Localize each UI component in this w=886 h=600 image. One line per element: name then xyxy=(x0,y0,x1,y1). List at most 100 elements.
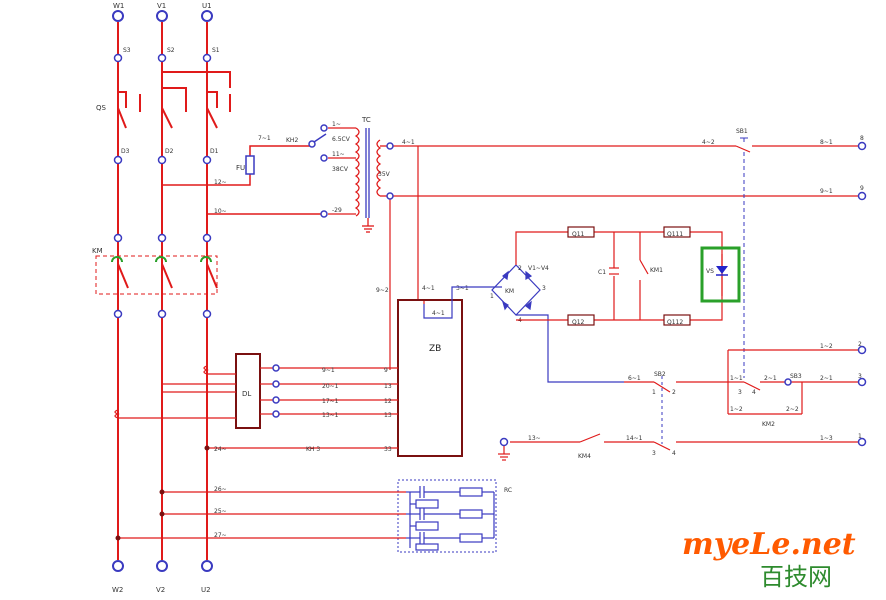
svg-text:13~1: 13~1 xyxy=(322,412,339,419)
watermark-en: myeLe.net xyxy=(682,527,856,562)
breakers: S3 S2 S1 xyxy=(113,47,220,63)
control-lines xyxy=(389,145,862,370)
svg-text:1~2: 1~2 xyxy=(820,343,833,350)
svg-text:25~: 25~ xyxy=(214,508,227,515)
watermark-cn: 百技网 xyxy=(760,563,832,591)
svg-text:4~1: 4~1 xyxy=(422,285,435,292)
svg-text:SB1: SB1 xyxy=(736,128,748,135)
thyristor-block xyxy=(515,226,723,326)
kh2-switch: KH2 xyxy=(286,124,328,218)
svg-text:1: 1 xyxy=(490,293,494,300)
svg-text:4: 4 xyxy=(752,389,756,396)
svg-text:S3: S3 xyxy=(123,47,131,54)
svg-text:KH 3: KH 3 xyxy=(306,446,320,453)
dl-connections xyxy=(114,365,398,449)
svg-text:12~: 12~ xyxy=(214,179,227,186)
svg-text:SB3: SB3 xyxy=(790,373,802,380)
svg-text:2~1: 2~1 xyxy=(764,375,777,382)
svg-text:1~1: 1~1 xyxy=(730,375,743,382)
terminal-v1: V1 xyxy=(157,2,166,10)
svg-text:Q12: Q12 xyxy=(572,319,585,326)
svg-text:6~1: 6~1 xyxy=(628,375,641,382)
svg-text:3: 3 xyxy=(542,285,546,292)
rc-box xyxy=(397,479,497,553)
terminal-u1: U1 xyxy=(202,2,212,10)
power-lines xyxy=(117,22,208,560)
svg-text:KM: KM xyxy=(505,288,514,295)
svg-text:2: 2 xyxy=(518,265,522,272)
svg-text:24~: 24~ xyxy=(214,446,227,453)
svg-text:26~: 26~ xyxy=(214,486,227,493)
svg-text:6.5CV: 6.5CV xyxy=(332,136,351,143)
svg-text:1~3: 1~3 xyxy=(820,435,833,442)
svg-text:Q11: Q11 xyxy=(572,231,585,238)
svg-text:38CV: 38CV xyxy=(332,166,349,173)
svg-text:D1: D1 xyxy=(210,148,219,155)
terminal-v2: V2 xyxy=(156,586,165,594)
svg-text:-29: -29 xyxy=(332,207,342,214)
svg-text:4~1: 4~1 xyxy=(402,139,415,146)
svg-text:1: 1 xyxy=(858,433,862,440)
label-zb: ZB xyxy=(429,344,441,354)
label-dl: DL xyxy=(242,390,251,398)
label-qs: QS xyxy=(96,104,107,112)
zb-box xyxy=(397,299,463,457)
svg-text:9~1: 9~1 xyxy=(820,188,833,195)
label-fu: FU xyxy=(236,164,245,172)
svg-text:V1~V4: V1~V4 xyxy=(528,265,549,272)
svg-text:20~1: 20~1 xyxy=(322,383,339,390)
svg-text:1: 1 xyxy=(652,389,656,396)
svg-text:33: 33 xyxy=(384,446,392,453)
svg-text:4~1: 4~1 xyxy=(432,310,445,317)
km-contactor: KM xyxy=(92,233,218,319)
rc-components xyxy=(406,486,495,551)
label-rc: RC xyxy=(504,487,512,494)
qs-switch xyxy=(117,71,231,129)
label-km: KM xyxy=(92,247,103,255)
svg-text:17~1: 17~1 xyxy=(322,398,339,405)
svg-text:9: 9 xyxy=(860,185,864,192)
svg-text:2~1: 2~1 xyxy=(820,375,833,382)
svg-text:3: 3 xyxy=(858,373,862,380)
svg-text:VS: VS xyxy=(706,268,714,275)
svg-text:1~: 1~ xyxy=(332,121,341,128)
svg-text:10~: 10~ xyxy=(214,208,227,215)
svg-text:S2: S2 xyxy=(167,47,175,54)
output-terminals: W2 V2 U2 xyxy=(112,560,213,594)
sb1-button: SB1 xyxy=(735,128,751,378)
svg-text:2: 2 xyxy=(672,389,676,396)
svg-text:2~2: 2~2 xyxy=(786,406,799,413)
vs-diode: VS xyxy=(700,246,741,303)
svg-text:4: 4 xyxy=(672,450,676,457)
svg-text:7~1: 7~1 xyxy=(258,135,271,142)
rc-wiring xyxy=(118,491,406,539)
svg-text:27~: 27~ xyxy=(214,532,227,539)
svg-text:3~1: 3~1 xyxy=(456,285,469,292)
label-tc: TC xyxy=(361,116,371,124)
svg-text:Q112: Q112 xyxy=(667,319,683,326)
svg-text:KM1: KM1 xyxy=(650,267,663,274)
svg-text:C1: C1 xyxy=(598,269,606,276)
svg-text:8: 8 xyxy=(860,135,864,142)
svg-text:KH2: KH2 xyxy=(286,137,298,144)
svg-text:4~2: 4~2 xyxy=(702,139,715,146)
sb2-circuit xyxy=(510,349,862,451)
svg-text:13: 13 xyxy=(384,383,392,390)
svg-text:14~1: 14~1 xyxy=(626,435,643,442)
svg-text:13: 13 xyxy=(384,412,392,419)
svg-text:9~1: 9~1 xyxy=(322,367,335,374)
terminal-w2: W2 xyxy=(112,586,123,594)
svg-text:D3: D3 xyxy=(121,148,130,155)
svg-text:SB2: SB2 xyxy=(654,371,666,378)
svg-text:D2: D2 xyxy=(165,148,174,155)
terminal-u2: U2 xyxy=(201,586,211,594)
tc-transformer xyxy=(328,127,390,233)
svg-text:35V: 35V xyxy=(378,171,391,178)
svg-text:Q111: Q111 xyxy=(667,231,683,238)
terminal-w1: W1 xyxy=(113,2,124,10)
svg-text:3: 3 xyxy=(652,450,656,457)
svg-text:12: 12 xyxy=(384,398,392,405)
svg-text:3: 3 xyxy=(738,389,742,396)
fu-branch xyxy=(162,145,324,215)
